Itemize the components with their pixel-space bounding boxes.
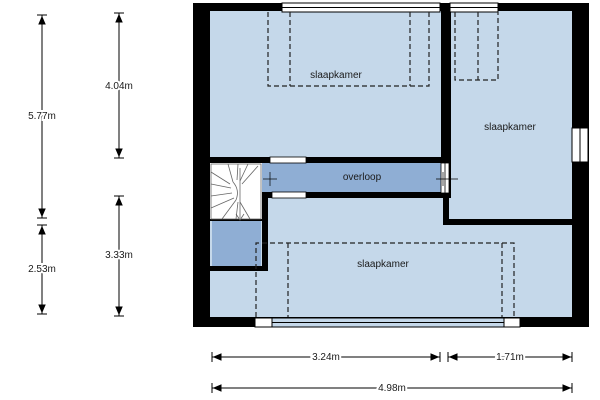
dimension-label-left-total: 5.77m	[28, 111, 56, 122]
wall-interior	[210, 266, 268, 271]
window-top-left	[281, 2, 441, 13]
wall-interior	[441, 11, 449, 163]
room-label-bedroom-bottom: slaapkamer	[357, 259, 409, 270]
wall-interior	[306, 157, 446, 163]
dimension-label-bottom-total: 4.98m	[378, 383, 406, 394]
room-label-bedroom-top-left: slaapkamer	[310, 70, 362, 81]
dimension-label-bottom-right: 1.71m	[496, 352, 524, 363]
room-label-landing: overloop	[343, 172, 382, 183]
closet	[212, 220, 261, 269]
dimension-bottom-left	[211, 352, 441, 362]
room-bedroom-bottom	[210, 198, 572, 317]
staircase	[210, 163, 262, 221]
wall-interior	[443, 219, 572, 225]
wall-interior	[210, 219, 262, 221]
dimension-middle-upper	[114, 12, 124, 159]
wall-interior	[306, 192, 446, 198]
window-top-right	[449, 2, 499, 13]
room-label-bedroom-right: slaapkamer	[484, 122, 536, 133]
door-landing-bottom	[271, 191, 307, 199]
dimension-label-middle-upper: 4.04m	[105, 81, 133, 92]
dimension-label-bottom-left: 3.24m	[312, 352, 340, 363]
dimension-left-total	[37, 14, 47, 219]
dimension-middle-lower	[114, 195, 124, 317]
wall-interior	[262, 192, 268, 270]
room-bedroom-right	[451, 11, 572, 221]
door-landing-top	[269, 156, 307, 164]
door-landing-right	[440, 162, 450, 194]
dimension-bottom-total	[211, 383, 573, 393]
window-bottom	[254, 317, 521, 328]
dimension-bottom-right	[447, 352, 573, 362]
dimension-label-middle-lower: 3.33m	[105, 250, 133, 261]
landing-marker	[263, 172, 458, 186]
wall-interior	[210, 157, 270, 163]
dashed-outline	[255, 12, 515, 317]
dimension-left-lower	[37, 224, 47, 315]
window-right	[571, 127, 589, 163]
dimension-label-left-lower: 2.53m	[28, 264, 56, 275]
